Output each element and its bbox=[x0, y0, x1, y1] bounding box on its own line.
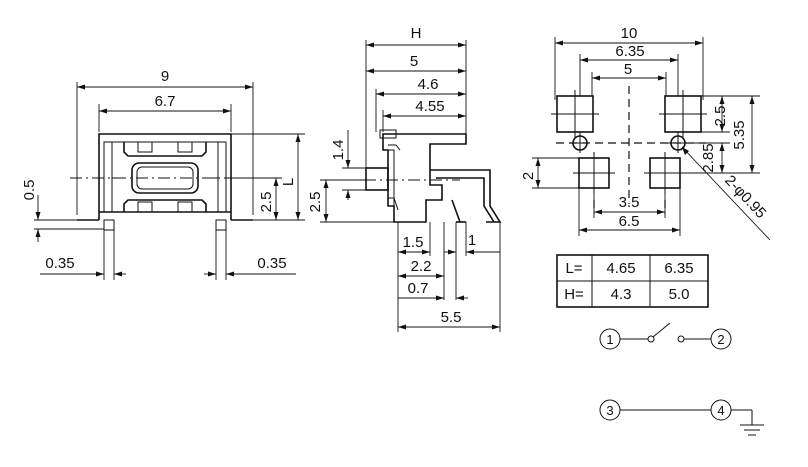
footprint-view: 10 6.35 5 bbox=[520, 25, 771, 241]
dim-1-5: 1.5 bbox=[403, 234, 424, 251]
dim-0-35-left: 0.35 bbox=[45, 255, 74, 272]
dim-0-35-right: 0.35 bbox=[257, 255, 286, 272]
table-cell: 6.35 bbox=[664, 260, 693, 277]
pin-3-label: 3 bbox=[606, 403, 613, 418]
table-cell: 4.3 bbox=[611, 286, 632, 303]
dim-6-7: 6.7 bbox=[155, 93, 176, 110]
dim-5-35: 5.35 bbox=[731, 120, 748, 149]
dim-2-2: 2.2 bbox=[411, 258, 432, 275]
dim-2-5-foot: 2.5 bbox=[712, 106, 729, 127]
dim-4-6: 4.6 bbox=[418, 76, 439, 93]
dim-10: 10 bbox=[621, 25, 638, 42]
table-cell: H= bbox=[564, 286, 584, 303]
dim-L: L bbox=[280, 178, 297, 186]
dim-H: H bbox=[411, 25, 422, 42]
side-view: H 5 4.6 4.55 1 bbox=[307, 25, 502, 332]
dimension-table: L= 4.65 6.35 H= 4.3 5.0 bbox=[556, 254, 709, 308]
pin-4-label: 4 bbox=[717, 403, 724, 418]
dim-6-5: 6.5 bbox=[619, 213, 640, 230]
table-cell: L= bbox=[565, 260, 582, 277]
dim-5-foot: 5 bbox=[624, 61, 632, 78]
dim-1-4: 1.4 bbox=[330, 140, 347, 161]
switch-schematic: 1 2 3 4 bbox=[599, 322, 764, 436]
dim-4-55: 4.55 bbox=[415, 98, 444, 115]
table-cell: 4.65 bbox=[606, 260, 635, 277]
ground-icon bbox=[731, 409, 764, 436]
dim-2-5-front: 2.5 bbox=[258, 192, 275, 213]
pin-2-label: 2 bbox=[717, 332, 724, 347]
dim-9: 9 bbox=[161, 68, 169, 85]
dim-0-7: 0.7 bbox=[408, 280, 429, 297]
table-cell: 5.0 bbox=[669, 286, 690, 303]
dim-2-85: 2.85 bbox=[700, 143, 717, 172]
dim-2-5-side: 2.5 bbox=[307, 192, 324, 213]
front-view: 9 6.7 bbox=[21, 68, 305, 280]
dim-6-35: 6.35 bbox=[615, 43, 644, 60]
dim-2-foot: 2 bbox=[520, 172, 537, 180]
dim-3-5: 3.5 bbox=[619, 194, 640, 211]
pin-1-label: 1 bbox=[606, 332, 613, 347]
dim-0-5: 0.5 bbox=[21, 180, 38, 201]
dim-5-5: 5.5 bbox=[441, 309, 462, 326]
dim-5-side: 5 bbox=[410, 53, 418, 70]
dim-1-side: 1 bbox=[468, 232, 476, 249]
